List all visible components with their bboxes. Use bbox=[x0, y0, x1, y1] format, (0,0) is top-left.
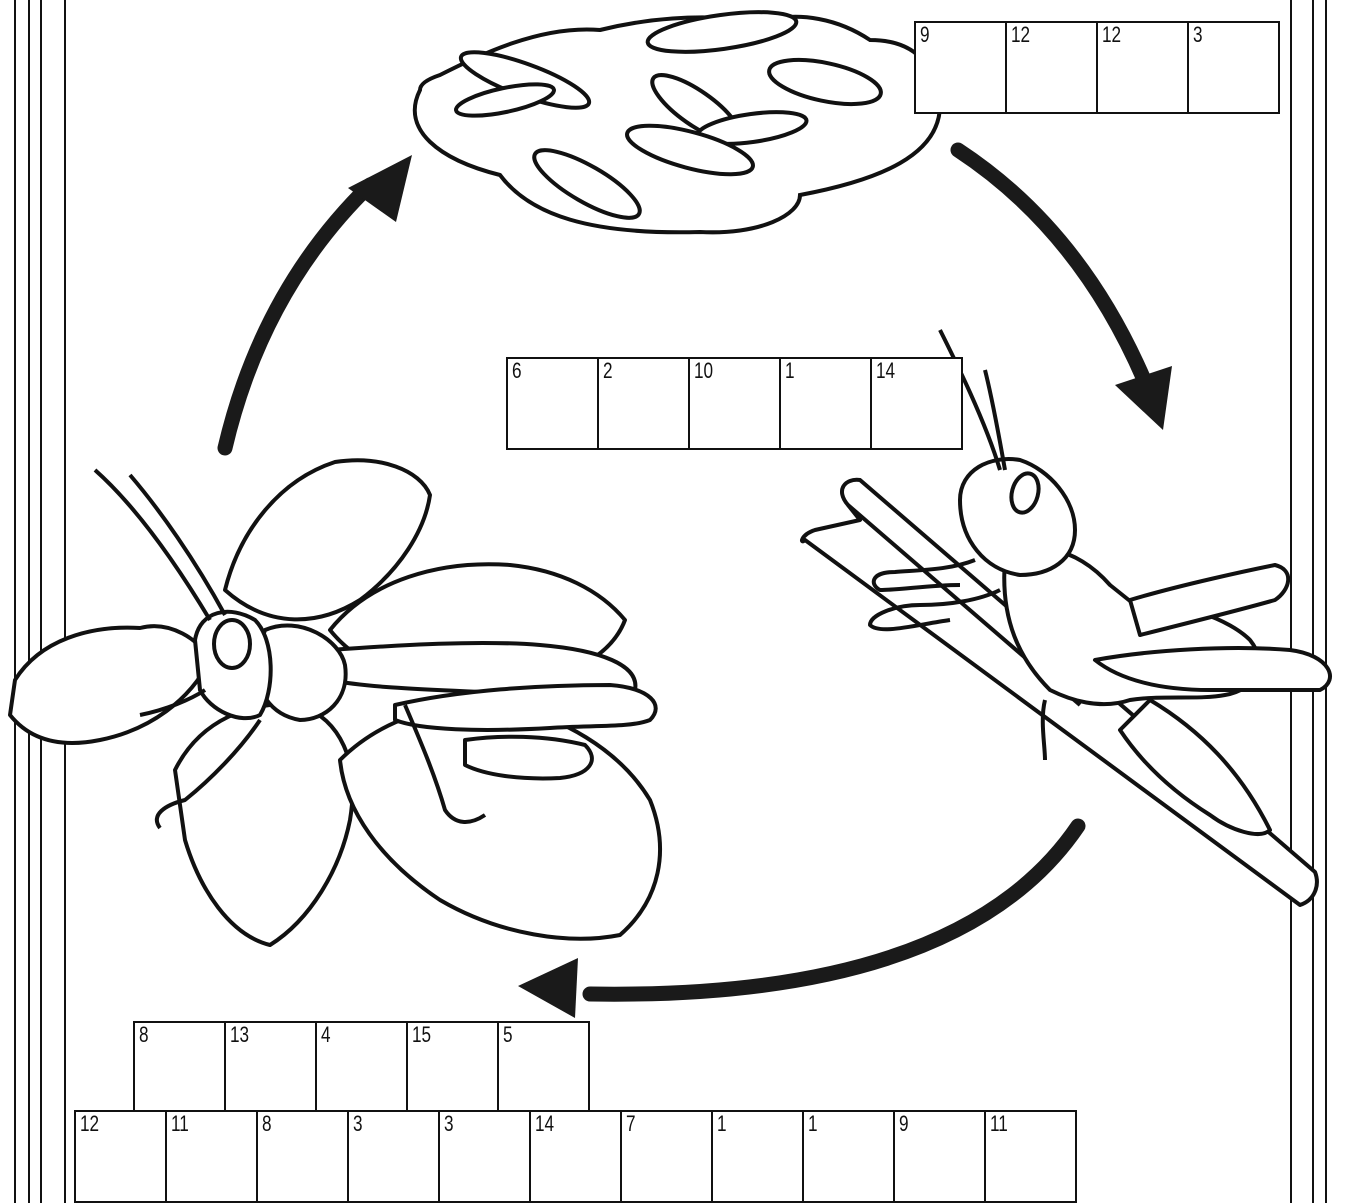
letter-box[interactable]: 12 bbox=[74, 1110, 167, 1203]
nymph-antenna-1 bbox=[938, 329, 1002, 471]
letter-box[interactable]: 8 bbox=[256, 1110, 349, 1203]
box-number: 13 bbox=[230, 1022, 250, 1047]
box-number: 10 bbox=[694, 358, 714, 383]
letter-box[interactable]: 3 bbox=[1187, 21, 1280, 114]
adult-abdomen bbox=[463, 734, 594, 781]
box-number: 9 bbox=[920, 22, 930, 47]
left-border-line-4 bbox=[64, 0, 66, 1203]
box-number: 6 bbox=[512, 358, 522, 383]
box-number: 14 bbox=[876, 358, 896, 383]
box-number: 11 bbox=[990, 1111, 1008, 1136]
arrow-nymph-to-adult bbox=[582, 818, 1086, 1002]
arrowhead-nymph bbox=[1115, 366, 1172, 430]
box-number: 12 bbox=[1102, 22, 1122, 47]
cycle-arrows bbox=[217, 142, 1153, 1002]
box-number: 11 bbox=[171, 1111, 189, 1136]
egg-pod-illustration bbox=[412, 10, 943, 235]
right-border-line-2 bbox=[1312, 0, 1314, 1203]
adult-antenna-1 bbox=[93, 468, 212, 622]
box-number: 4 bbox=[321, 1022, 331, 1047]
box-number: 1 bbox=[808, 1111, 818, 1136]
letter-box[interactable]: 14 bbox=[529, 1110, 622, 1203]
letter-box[interactable]: 9 bbox=[914, 21, 1007, 114]
box-number: 8 bbox=[262, 1111, 272, 1136]
right-border-line-3 bbox=[1325, 0, 1327, 1203]
box-number: 3 bbox=[353, 1111, 363, 1136]
left-border-line-2 bbox=[28, 0, 30, 1203]
letter-box[interactable]: 6 bbox=[506, 357, 599, 450]
nymph-foot bbox=[1040, 699, 1047, 761]
adult-mid-leg bbox=[154, 718, 262, 830]
leaf-4 bbox=[173, 702, 355, 947]
box-number: 14 bbox=[535, 1111, 555, 1136]
letter-box[interactable]: 3 bbox=[438, 1110, 531, 1203]
nymph-hind-leg bbox=[1093, 646, 1332, 692]
arrow-adult-to-eggs bbox=[217, 177, 378, 456]
right-border-line-1 bbox=[1290, 0, 1292, 1203]
letter-box[interactable]: 1 bbox=[802, 1110, 895, 1203]
letter-box[interactable]: 13 bbox=[224, 1021, 317, 1114]
arrow-heads bbox=[348, 155, 1172, 1018]
letter-box[interactable]: 9 bbox=[893, 1110, 986, 1203]
nymph-hind-leg-upper bbox=[1128, 563, 1291, 637]
letter-box[interactable]: 11 bbox=[984, 1110, 1077, 1203]
box-number: 1 bbox=[785, 358, 795, 383]
adult-front-leg bbox=[139, 688, 207, 717]
box-number: 2 bbox=[603, 358, 613, 383]
arrowhead-eggs bbox=[348, 155, 412, 222]
left-border-line-1 bbox=[14, 0, 16, 1203]
box-number: 12 bbox=[1011, 22, 1031, 47]
letter-box[interactable]: 1 bbox=[779, 357, 872, 450]
box-number: 3 bbox=[444, 1111, 454, 1136]
letter-box[interactable]: 3 bbox=[347, 1110, 440, 1203]
nymph-antenna-2 bbox=[983, 369, 1007, 471]
bottom-clue-boxes-row-1: 8 13 4 15 5 bbox=[133, 1021, 590, 1114]
adult-antenna-2 bbox=[128, 473, 227, 616]
letter-box[interactable]: 7 bbox=[620, 1110, 713, 1203]
left-border-line-3 bbox=[40, 0, 42, 1203]
letter-box[interactable]: 10 bbox=[688, 357, 781, 450]
bottom-clue-boxes-row-2: 12 11 8 3 3 14 7 1 1 9 11 bbox=[74, 1110, 1077, 1203]
letter-box[interactable]: 12 bbox=[1005, 21, 1098, 114]
letter-box[interactable]: 5 bbox=[497, 1021, 590, 1114]
box-number: 3 bbox=[1193, 22, 1203, 47]
letter-box[interactable]: 15 bbox=[406, 1021, 499, 1114]
box-number: 5 bbox=[503, 1022, 513, 1047]
nymph-on-stick-illustration bbox=[800, 329, 1332, 907]
nymph-front-leg bbox=[871, 558, 976, 592]
center-clue-boxes: 6 2 10 1 14 bbox=[506, 357, 963, 450]
nymph-abdomen bbox=[1118, 698, 1272, 836]
leaf-1 bbox=[8, 624, 212, 745]
letter-box[interactable]: 14 bbox=[870, 357, 963, 450]
box-number: 9 bbox=[899, 1111, 909, 1136]
adult-grasshopper-on-leaves-illustration bbox=[8, 458, 662, 947]
box-number: 1 bbox=[717, 1111, 727, 1136]
arrow-eggs-to-nymph bbox=[950, 142, 1153, 390]
nymph-mid-leg bbox=[868, 588, 1001, 632]
arrowhead-adult bbox=[518, 958, 578, 1018]
letter-box[interactable]: 1 bbox=[711, 1110, 804, 1203]
box-number: 7 bbox=[626, 1111, 636, 1136]
box-number: 15 bbox=[412, 1022, 432, 1047]
leaf-2 bbox=[223, 458, 432, 622]
adult-rear-leg bbox=[403, 704, 487, 824]
box-number: 8 bbox=[139, 1022, 149, 1047]
letter-box[interactable]: 11 bbox=[165, 1110, 258, 1203]
adult-hind-leg-2 bbox=[393, 683, 658, 732]
box-number: 12 bbox=[80, 1111, 100, 1136]
eggs-clue-boxes: 9 12 12 3 bbox=[914, 21, 1280, 114]
letter-box[interactable]: 2 bbox=[597, 357, 690, 450]
letter-box[interactable]: 4 bbox=[315, 1021, 408, 1114]
letter-box[interactable]: 8 bbox=[133, 1021, 226, 1114]
letter-box[interactable]: 12 bbox=[1096, 21, 1189, 114]
